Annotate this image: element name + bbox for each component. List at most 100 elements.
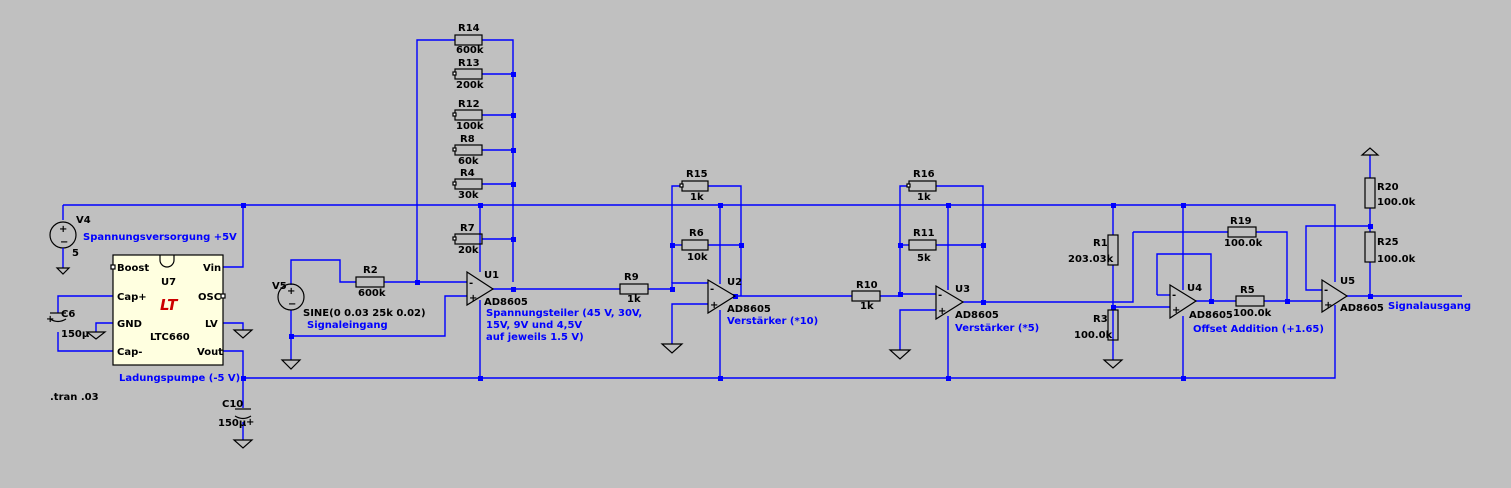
source-value: SINE(0 0.03 25k 0.02) xyxy=(303,308,426,319)
opamp-label: U5 xyxy=(1340,276,1355,287)
resistor-label: R14 xyxy=(458,23,480,34)
resistor-R1: R1 203.03k xyxy=(1068,234,1119,266)
resistor-label: R5 xyxy=(1240,285,1255,296)
resistor-R5: R5 100.0k xyxy=(1233,285,1272,319)
svg-text:+: + xyxy=(938,306,946,317)
ground-icon xyxy=(1102,359,1124,369)
opamp-label: U2 xyxy=(727,277,742,288)
resistor-label: R8 xyxy=(460,134,475,145)
capacitor-label: C6 xyxy=(61,309,75,320)
resistor-label: R10 xyxy=(856,280,878,291)
resistor-R4: R4 30k xyxy=(454,168,483,201)
resistor-label: R11 xyxy=(913,228,935,239)
svg-text:+: + xyxy=(287,286,295,297)
ground-icon xyxy=(280,359,302,370)
svg-text:+: + xyxy=(710,300,718,311)
opamp-U2: - + U2 AD8605 xyxy=(707,277,771,315)
pin-osc: OSC xyxy=(198,292,221,303)
resistor-R25: R25 100.0k xyxy=(1364,231,1416,265)
svg-text:+: + xyxy=(1324,300,1332,311)
ground-symbols xyxy=(85,147,1380,449)
resistor-R6: R6 10k xyxy=(681,228,709,263)
opamp-label: U4 xyxy=(1187,283,1202,294)
resistor-pins xyxy=(452,71,911,241)
wires xyxy=(57,39,1462,440)
resistor-label: R6 xyxy=(689,228,704,239)
resistor-R12: R12 100k xyxy=(454,99,484,132)
opamp-label: U1 xyxy=(484,270,499,281)
opamp-U3: - + U3 AD8605 xyxy=(935,284,999,321)
capacitor-value: 150µ xyxy=(218,418,247,429)
resistor-value: 100.0k xyxy=(1074,330,1113,341)
resistor-value: 1k xyxy=(917,192,931,203)
svg-text:-: - xyxy=(1172,290,1176,301)
svg-text:-: - xyxy=(1324,285,1328,296)
resistor-value: 100k xyxy=(456,121,484,132)
resistor-value: 5k xyxy=(917,253,931,264)
sim-directive: .tran .03 xyxy=(50,392,99,403)
resistor-label: R12 xyxy=(458,99,480,110)
pin-capm: Cap- xyxy=(117,347,142,358)
resistor-R15: R15 1k xyxy=(681,169,709,203)
pin-lv: LV xyxy=(205,319,218,330)
resistor-label: R4 xyxy=(460,168,475,179)
svg-text:-: - xyxy=(938,290,942,301)
pin-vin: Vin xyxy=(203,263,221,274)
junctions xyxy=(241,72,1373,381)
resistor-value: 100.0k xyxy=(1224,238,1263,249)
svg-text:-: - xyxy=(710,284,714,295)
ground-icon xyxy=(660,343,684,354)
source-comment: Spannungsversorgung +5V xyxy=(83,232,237,243)
resistor-R7: R7 20k xyxy=(454,223,483,256)
opamp-U4: - + U4 AD8605 xyxy=(1169,283,1233,321)
resistor-label: R15 xyxy=(686,169,708,180)
resistor-R19: R19 100.0k xyxy=(1224,216,1263,249)
resistor-label: R9 xyxy=(624,272,639,283)
resistor-label: R13 xyxy=(458,58,480,69)
opamp-part: AD8605 xyxy=(955,310,999,321)
voltage-source-V5: + − V5 SINE(0 0.03 25k 0.02) Signaleinga… xyxy=(272,281,426,331)
opamp-label: U3 xyxy=(955,284,970,295)
opamp-part: AD8605 xyxy=(727,304,771,315)
svg-text:+: + xyxy=(46,314,54,325)
resistor-R3: R3 100.0k xyxy=(1074,309,1119,341)
resistor-value: 10k xyxy=(687,252,708,263)
output-label: Signalausgang xyxy=(1388,301,1471,312)
amp5-comment: Verstärker (*5) xyxy=(955,323,1039,334)
resistor-R8: R8 60k xyxy=(454,134,483,167)
capacitor-value: 150µ xyxy=(61,329,90,340)
svg-text:+: + xyxy=(59,224,67,235)
resistor-value: 1k xyxy=(860,301,874,312)
voltage-source-V4: + − V4 5 Spannungsversorgung +5V xyxy=(49,215,237,275)
chip-label: U7 xyxy=(161,277,176,288)
chip-U7: U7 LT LTC660 Boost Cap+ GND Cap- Vin OSC… xyxy=(110,254,240,384)
resistor-R9: R9 1k xyxy=(619,272,649,305)
resistor-R11: R11 5k xyxy=(908,228,937,264)
pin-capp: Cap+ xyxy=(117,292,147,303)
capacitor-label: C10 xyxy=(222,399,243,410)
source-label: V5 xyxy=(272,281,287,292)
svg-text:+: + xyxy=(1172,305,1180,316)
svg-text:-: - xyxy=(469,278,473,289)
divider-comment-line-1: Spannungsteiler (45 V, 30V, xyxy=(486,308,642,319)
ground-icon xyxy=(85,331,107,340)
opamp-part: AD8605 xyxy=(1189,310,1233,321)
source-comment: Signaleingang xyxy=(307,320,388,331)
svg-text:−: − xyxy=(60,237,68,248)
pin-vout: Vout xyxy=(197,347,223,358)
resistor-R2: R2 600k xyxy=(355,265,386,299)
resistor-R10: R10 1k xyxy=(851,280,881,312)
resistor-value: 1k xyxy=(690,192,704,203)
resistor-label: R19 xyxy=(1230,216,1252,227)
chip-logo: LT xyxy=(160,296,179,314)
chip-part: LTC660 xyxy=(150,332,190,343)
amp10-comment: Verstärker (*10) xyxy=(727,316,818,327)
ground-icon xyxy=(232,439,254,449)
divider-comment-line-3: auf jeweils 1.5 V) xyxy=(486,332,584,343)
source-label: V4 xyxy=(76,215,91,226)
ground-icon xyxy=(888,349,912,360)
resistor-label: R20 xyxy=(1377,182,1399,193)
resistor-value: 20k xyxy=(458,245,479,256)
resistor-R20: R20 100.0k xyxy=(1364,177,1416,209)
annotations: Spannungsteiler (45 V, 30V, 15V, 9V und … xyxy=(50,301,1471,403)
